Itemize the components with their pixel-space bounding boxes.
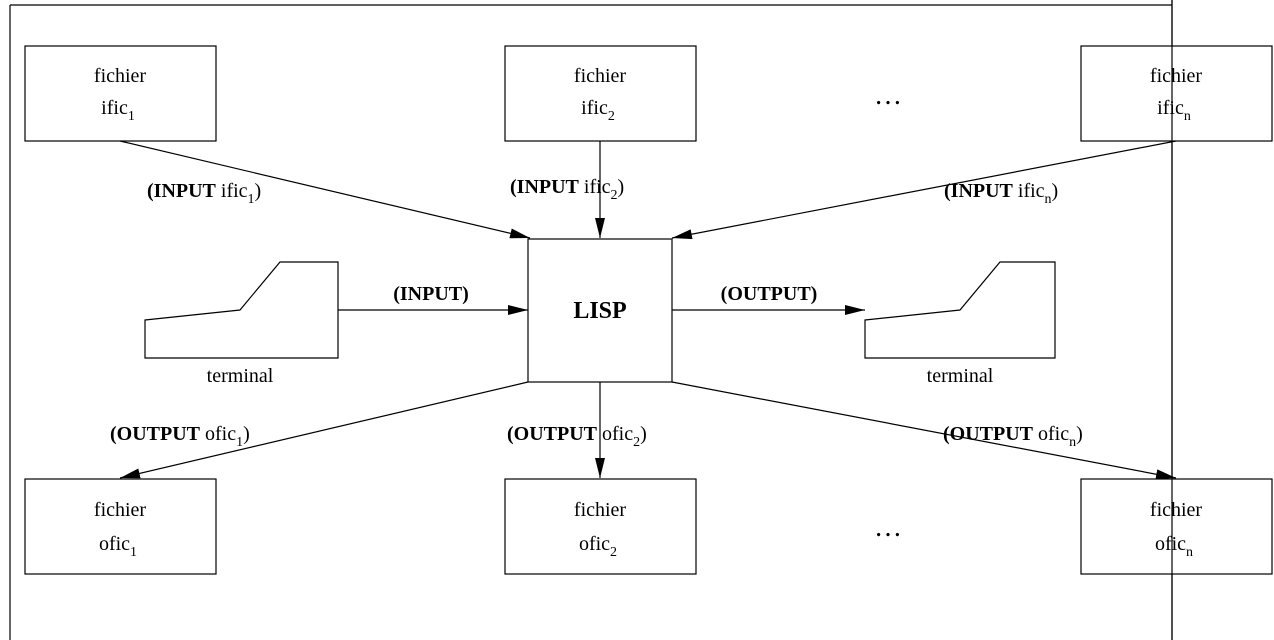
input-file-box-n: fichier ificn <box>1080 45 1273 142</box>
output-file-n-line1: fichier <box>1150 499 1203 521</box>
output-file-1-line1: fichier <box>94 499 147 521</box>
terminal-right: terminal <box>864 261 1056 387</box>
ellipsis-bottom: … <box>874 512 902 543</box>
input-arrow-n <box>671 140 1177 240</box>
lisp-box: LISP <box>527 238 673 383</box>
input-file-box-2: fichier ific2 <box>504 45 697 142</box>
output-label-2: (OUTPUT ofic2) <box>507 423 647 450</box>
terminal-left-icon <box>144 261 339 359</box>
terminal-right-conn-label: (OUTPUT) <box>721 283 818 305</box>
input-label-1: (INPUT ific1) <box>147 180 261 207</box>
output-arrow-n <box>671 381 1177 480</box>
input-file-2-name: ific2 <box>581 97 615 124</box>
terminal-left: terminal <box>144 261 339 387</box>
input-label-2: (INPUT ific2) <box>510 176 624 203</box>
terminal-left-conn-label: (INPUT) <box>393 283 469 305</box>
terminal-right-icon <box>864 261 1056 359</box>
output-file-1-name: ofic1 <box>99 533 137 560</box>
terminal-left-label: terminal <box>207 365 274 387</box>
input-file-2-line1: fichier <box>574 65 627 87</box>
output-file-2-name: ofic2 <box>579 533 617 560</box>
lisp-label: LISP <box>573 298 626 324</box>
output-arrow-1 <box>119 381 529 479</box>
input-file-box-1: fichier ific1 <box>24 45 217 142</box>
input-file-1-name: ific1 <box>101 97 135 124</box>
output-file-2-line1: fichier <box>574 499 627 521</box>
output-file-n-name: oficn <box>1155 533 1193 560</box>
output-file-box-n: fichier oficn <box>1080 478 1273 575</box>
ellipsis-top: … <box>874 80 902 111</box>
output-file-box-1: fichier ofic1 <box>24 478 217 575</box>
input-file-n-line1: fichier <box>1150 65 1203 87</box>
terminal-right-label: terminal <box>927 365 994 387</box>
input-arrow-1 <box>119 140 531 239</box>
output-label-1: (OUTPUT ofic1) <box>110 423 250 450</box>
output-file-box-2: fichier ofic2 <box>504 478 697 575</box>
output-label-n: (OUTPUT oficn) <box>943 423 1083 450</box>
input-label-n: (INPUT ificn) <box>944 180 1058 207</box>
input-file-1-line1: fichier <box>94 65 147 87</box>
input-file-n-name: ificn <box>1157 97 1191 124</box>
